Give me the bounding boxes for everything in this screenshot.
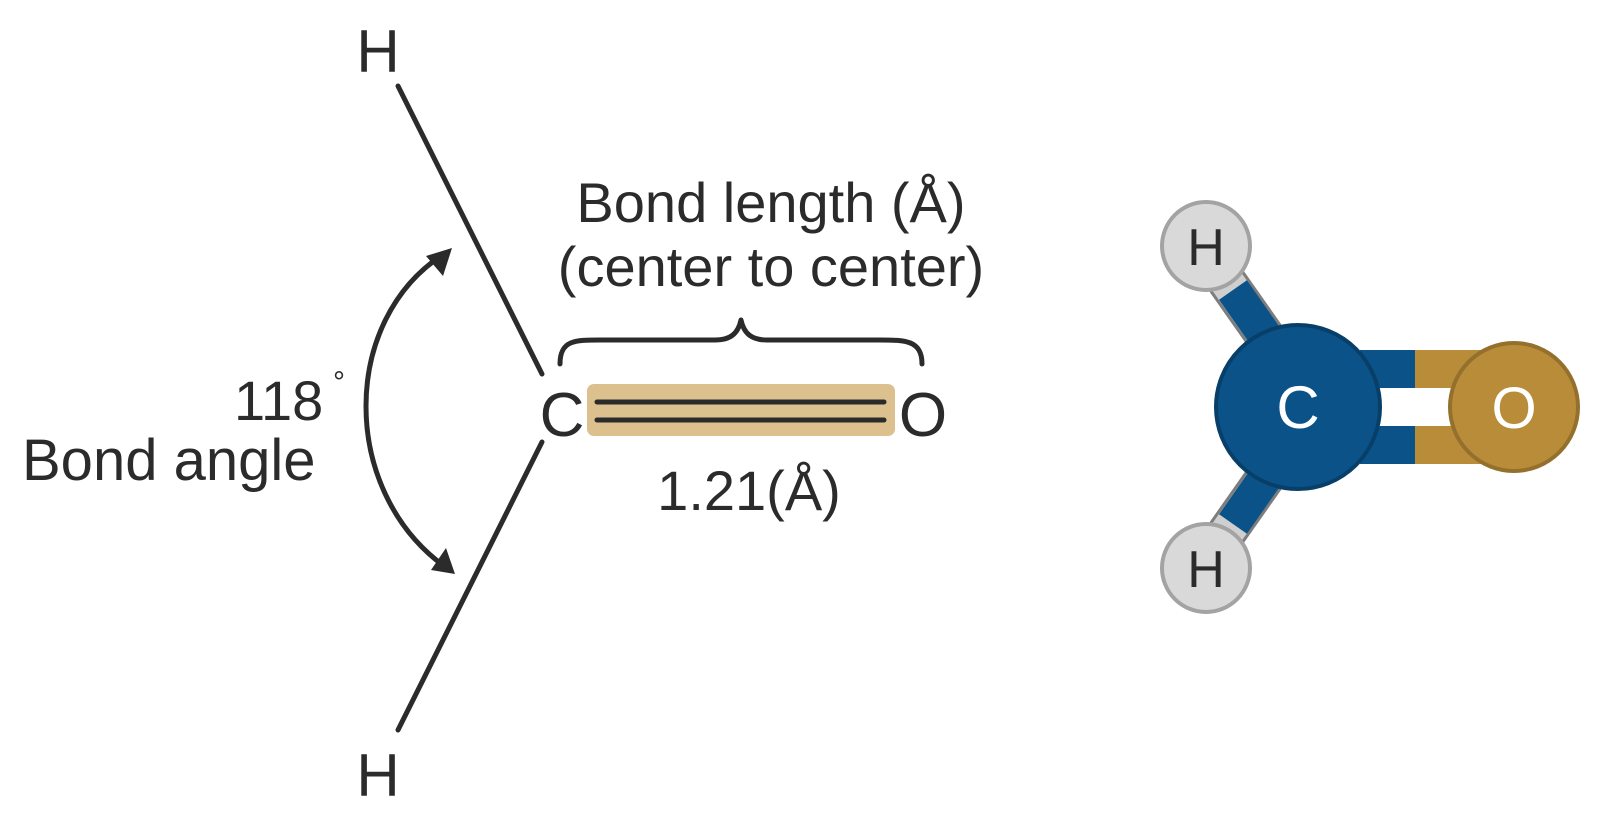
bond-c-h-bottom [395,439,545,733]
bond-c-h-top [395,83,545,377]
structural-formula: H H 118 ° Bond angle C O Bond length (Å)… [22,18,984,809]
hydrogen-atom-2: H [1160,522,1252,614]
hydrogen-atom-1-label: H [1187,219,1225,277]
bond-length-value: 1.21(Å) [657,459,841,522]
bond-angle-arc [363,251,446,569]
hydrogen-atom-1: H [1160,200,1252,292]
carbon-atom: C [1214,323,1382,491]
arc-arrowhead-bottom [431,548,455,574]
bond-angle-value: 118 [234,369,323,432]
bond-length-highlight [587,384,895,436]
oxygen-atom-label: O [1491,376,1536,441]
bond-length-brace [557,317,925,367]
oxygen-atom: O [1448,341,1580,473]
atom-c: C [540,381,585,450]
bond-length-caption-line1: Bond length (Å) [576,171,965,234]
bond-angle-caption: Bond angle [22,428,315,493]
ball-and-stick-model: H H C O [1160,200,1580,614]
atom-h-top: H [356,18,399,85]
atom-o: O [899,381,947,450]
degree-symbol: ° [333,366,345,399]
carbon-atom-label: C [1276,374,1319,441]
hydrogen-atom-2-label: H [1187,541,1225,599]
bond-length-caption-line2: (center to center) [558,235,984,298]
atom-h-bottom: H [356,742,399,809]
arc-arrowhead-top [426,248,452,276]
